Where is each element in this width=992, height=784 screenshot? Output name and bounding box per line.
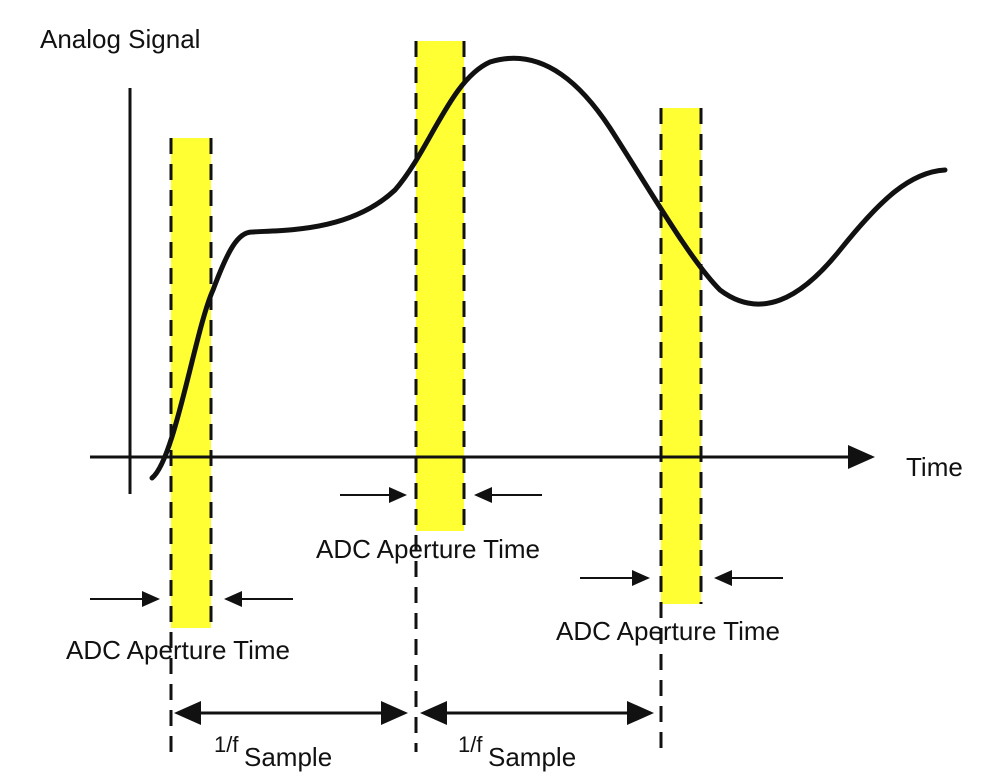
period-label-2-num: 1/f [458, 732, 483, 757]
aperture-band-3 [661, 108, 701, 604]
x-axis-label: Time [906, 452, 963, 482]
aperture-label-1: ADC Aperture Time [66, 635, 290, 665]
period-label-1-sub: Sample [244, 742, 332, 772]
period-label-2: 1/f Sample [458, 732, 576, 772]
period-label-1-num: 1/f [214, 732, 239, 757]
y-axis-label: Analog Signal [40, 24, 200, 54]
period-label-1: 1/f Sample [214, 732, 332, 772]
period-label-2-sub: Sample [488, 742, 576, 772]
aperture-band-1 [171, 138, 211, 628]
aperture-label-3: ADC Aperture Time [556, 616, 780, 646]
analog-signal-curve [149, 55, 948, 481]
aperture-label-2: ADC Aperture Time [316, 534, 540, 564]
